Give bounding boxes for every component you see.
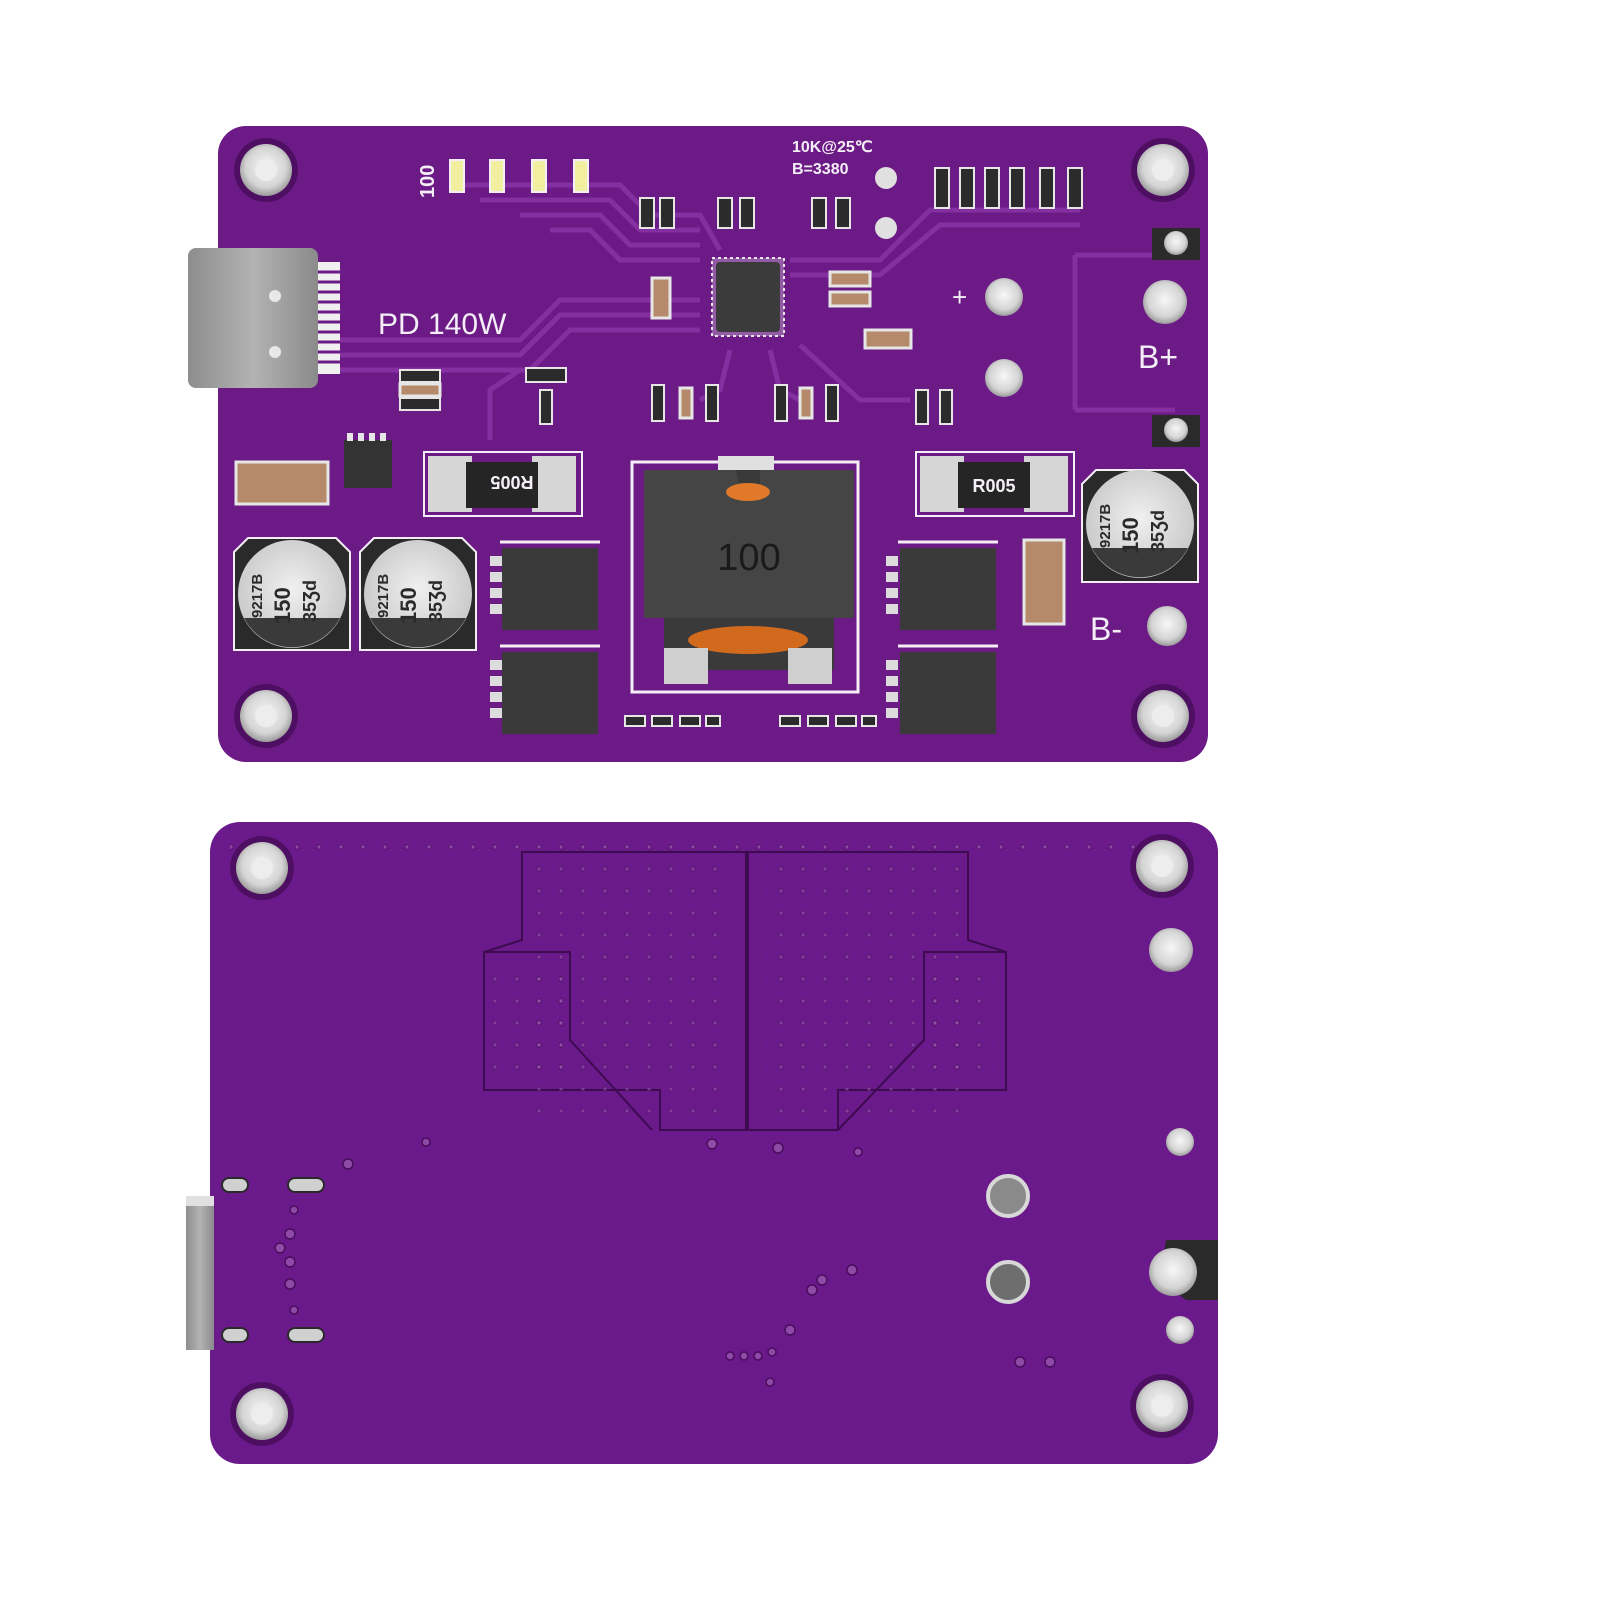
led-1 [449,159,465,193]
usb-c-port-edge[interactable] [186,1177,325,1350]
back-board [186,822,1218,1464]
small-ic-soic [344,433,392,488]
mosfets [490,540,998,734]
electrolytic-capacitor-3: 9217B 150 35Ʒd [1081,469,1199,583]
label-plus: + [952,282,967,312]
svg-text:35Ʒd: 35Ʒd [1148,510,1168,552]
plus-pad-2[interactable] [985,359,1023,397]
battery-terminals[interactable] [985,228,1200,646]
led-4 [573,159,589,193]
shunt-left-marking: R005 [490,472,533,492]
label-battery-positive: B+ [1138,339,1178,375]
inductor-marking: 100 [717,537,780,579]
label-led-value: 100 [417,165,439,198]
led-2 [489,159,505,193]
resistor-array [934,167,1083,209]
mosfet-2 [490,644,600,734]
label-battery-negative: B- [1090,611,1122,647]
svg-text:150: 150 [396,587,421,624]
shunt-resistor-right: R005 [915,451,1075,517]
front-mount-holes [234,138,1195,748]
back-vias [274,1137,1056,1387]
shunt-resistor-left: R005 [423,451,583,517]
svg-text:9217B: 9217B [249,574,266,618]
svg-text:9217B: 9217B [1097,504,1114,548]
label-ntc-beta: B=3380 [792,161,849,178]
power-inductor: 100 [630,456,860,694]
back-terminal-holes [986,928,1218,1344]
svg-text:150: 150 [1118,517,1143,554]
b-minus-pad[interactable] [1147,606,1187,646]
controller-ic [711,257,785,337]
shunt-right-marking: R005 [972,476,1015,496]
label-pd-140w: PD 140W [378,308,507,341]
led-indicators [449,159,589,193]
svg-text:35Ʒd: 35Ʒd [300,580,320,622]
usb-c-port[interactable] [188,248,340,388]
plus-pad-1[interactable] [985,278,1023,316]
b-plus-pad[interactable] [1143,280,1187,324]
bottom-edge-resistors [624,715,877,727]
b-plus-pad-small-bottom[interactable] [1164,418,1188,442]
label-ntc-rating: 10K@25℃ [792,139,873,156]
small-smd-parts [399,197,953,425]
svg-text:35Ʒd: 35Ʒd [426,580,446,622]
front-board: PD 140W 10K@25℃ B=3380 100 + B+ B- [188,126,1208,762]
ntc-pad-2 [875,217,897,239]
led-3 [531,159,547,193]
b-plus-pad-small-top[interactable] [1164,231,1188,255]
svg-text:9217B: 9217B [375,574,392,618]
electrolytic-capacitor-2: 9217B 150 35Ʒd [359,537,477,651]
electrolytic-capacitor-1: 9217B 150 35Ʒd [233,537,351,651]
ceramic-capacitors [234,270,1066,626]
mosfet-4 [886,644,998,734]
mosfet-1 [490,540,600,630]
svg-text:150: 150 [270,587,295,624]
back-mount-holes [230,834,1194,1446]
mosfet-3 [886,540,998,630]
ntc-pad-1 [875,167,897,189]
